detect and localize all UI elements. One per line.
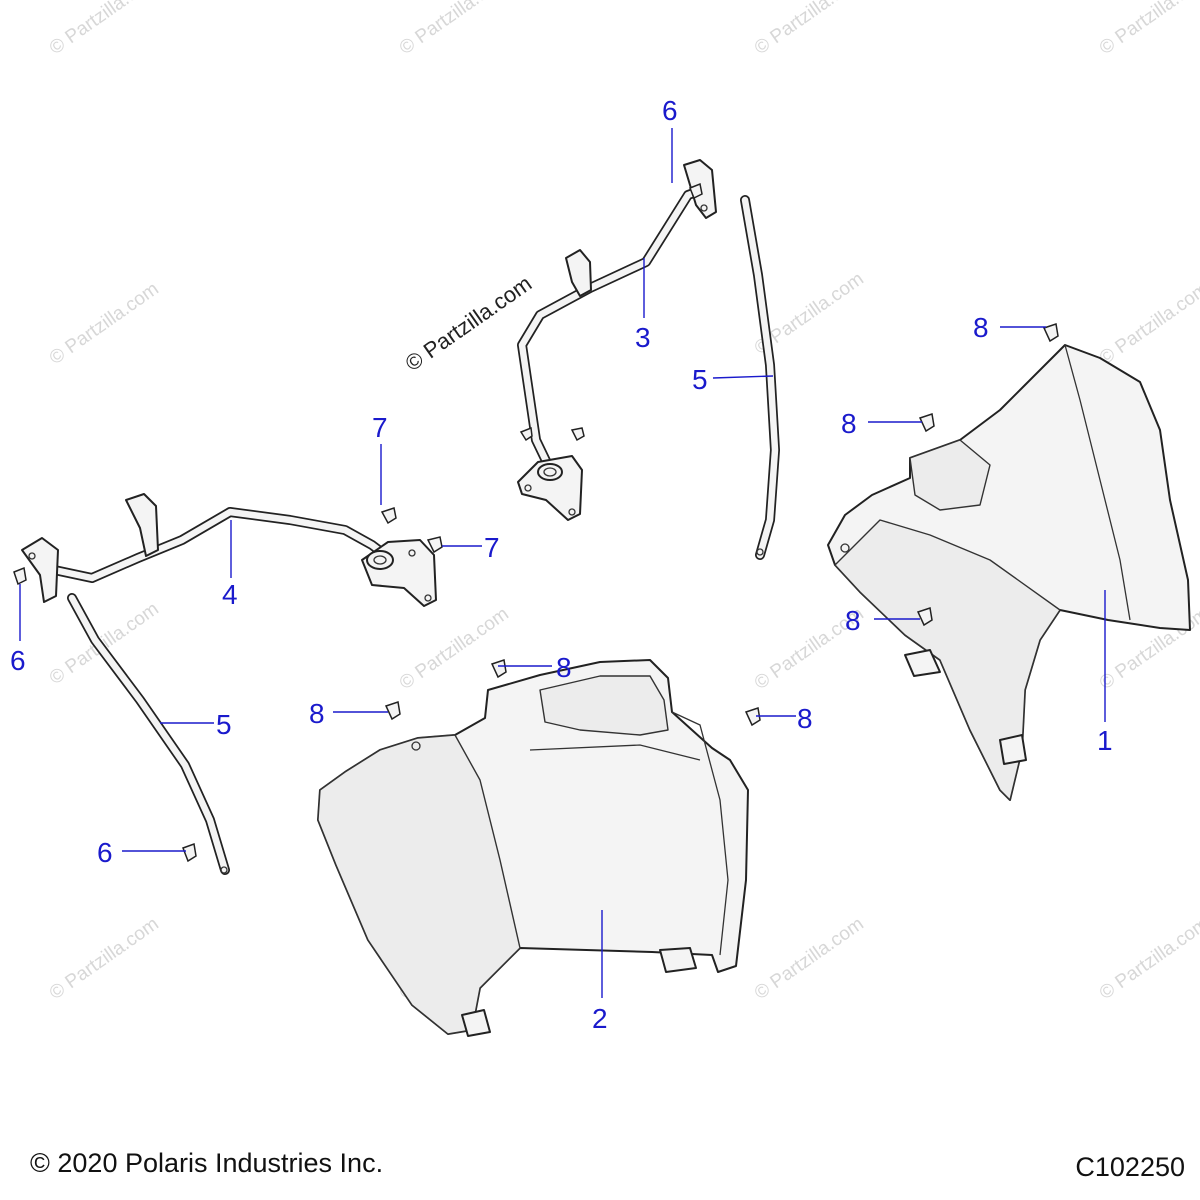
callout-5-left: 5 [216,709,232,740]
watermark: © Partzilla.com [46,913,163,1004]
part-1-side-panel [827,344,1191,801]
watermark: © Partzilla.com [1096,913,1200,1004]
leader-lines [19,128,1106,998]
callout-4: 4 [222,579,238,610]
watermark: © Partzilla.com [46,278,163,369]
diagram-code: C102250 [1075,1152,1185,1182]
part-4-rod-bracket [21,493,437,607]
callouts: 1 2 3 4 5 5 6 6 6 7 7 8 8 8 8 8 8 [10,95,1113,1034]
callout-8-c: 8 [845,605,861,636]
fastener-7-upper [519,426,585,442]
watermark-prominent: © Partzilla.com [401,271,537,377]
callout-5-right: 5 [692,364,708,395]
callout-8-d: 8 [556,652,572,683]
part-3-rod-bracket [517,159,717,521]
part-5-strap-right [740,195,780,560]
watermark: © Partzilla.com [751,913,868,1004]
callout-8-f: 8 [797,703,813,734]
watermark: © Partzilla.com [751,0,868,59]
part-2-side-panel [317,659,749,1037]
callout-8-a: 8 [973,312,989,343]
fasteners-8-part-2 [384,659,761,727]
callout-6-left: 6 [10,645,26,676]
fasteners-6 [13,182,703,863]
copyright-text: © 2020 Polaris Industries Inc. [30,1148,383,1178]
watermark: © Partzilla.com [1096,0,1200,59]
fasteners-8-part-1 [916,323,1059,627]
watermark: © Partzilla.com [46,598,163,689]
watermark: © Partzilla.com [46,0,163,59]
fasteners-7-lower [380,507,443,554]
watermark: © Partzilla.com [396,603,513,694]
callout-3: 3 [635,322,651,353]
callout-7-top: 7 [372,412,388,443]
watermark: © Partzilla.com [396,0,513,59]
watermark: © Partzilla.com [1096,278,1200,369]
callout-1: 1 [1097,725,1113,756]
callout-2: 2 [592,1003,608,1034]
callout-6-top: 6 [662,95,678,126]
part-5-strap-left [67,593,230,875]
callout-7-right: 7 [484,532,500,563]
callout-8-e: 8 [309,698,325,729]
callout-6-bottom: 6 [97,837,113,868]
callout-8-b: 8 [841,408,857,439]
